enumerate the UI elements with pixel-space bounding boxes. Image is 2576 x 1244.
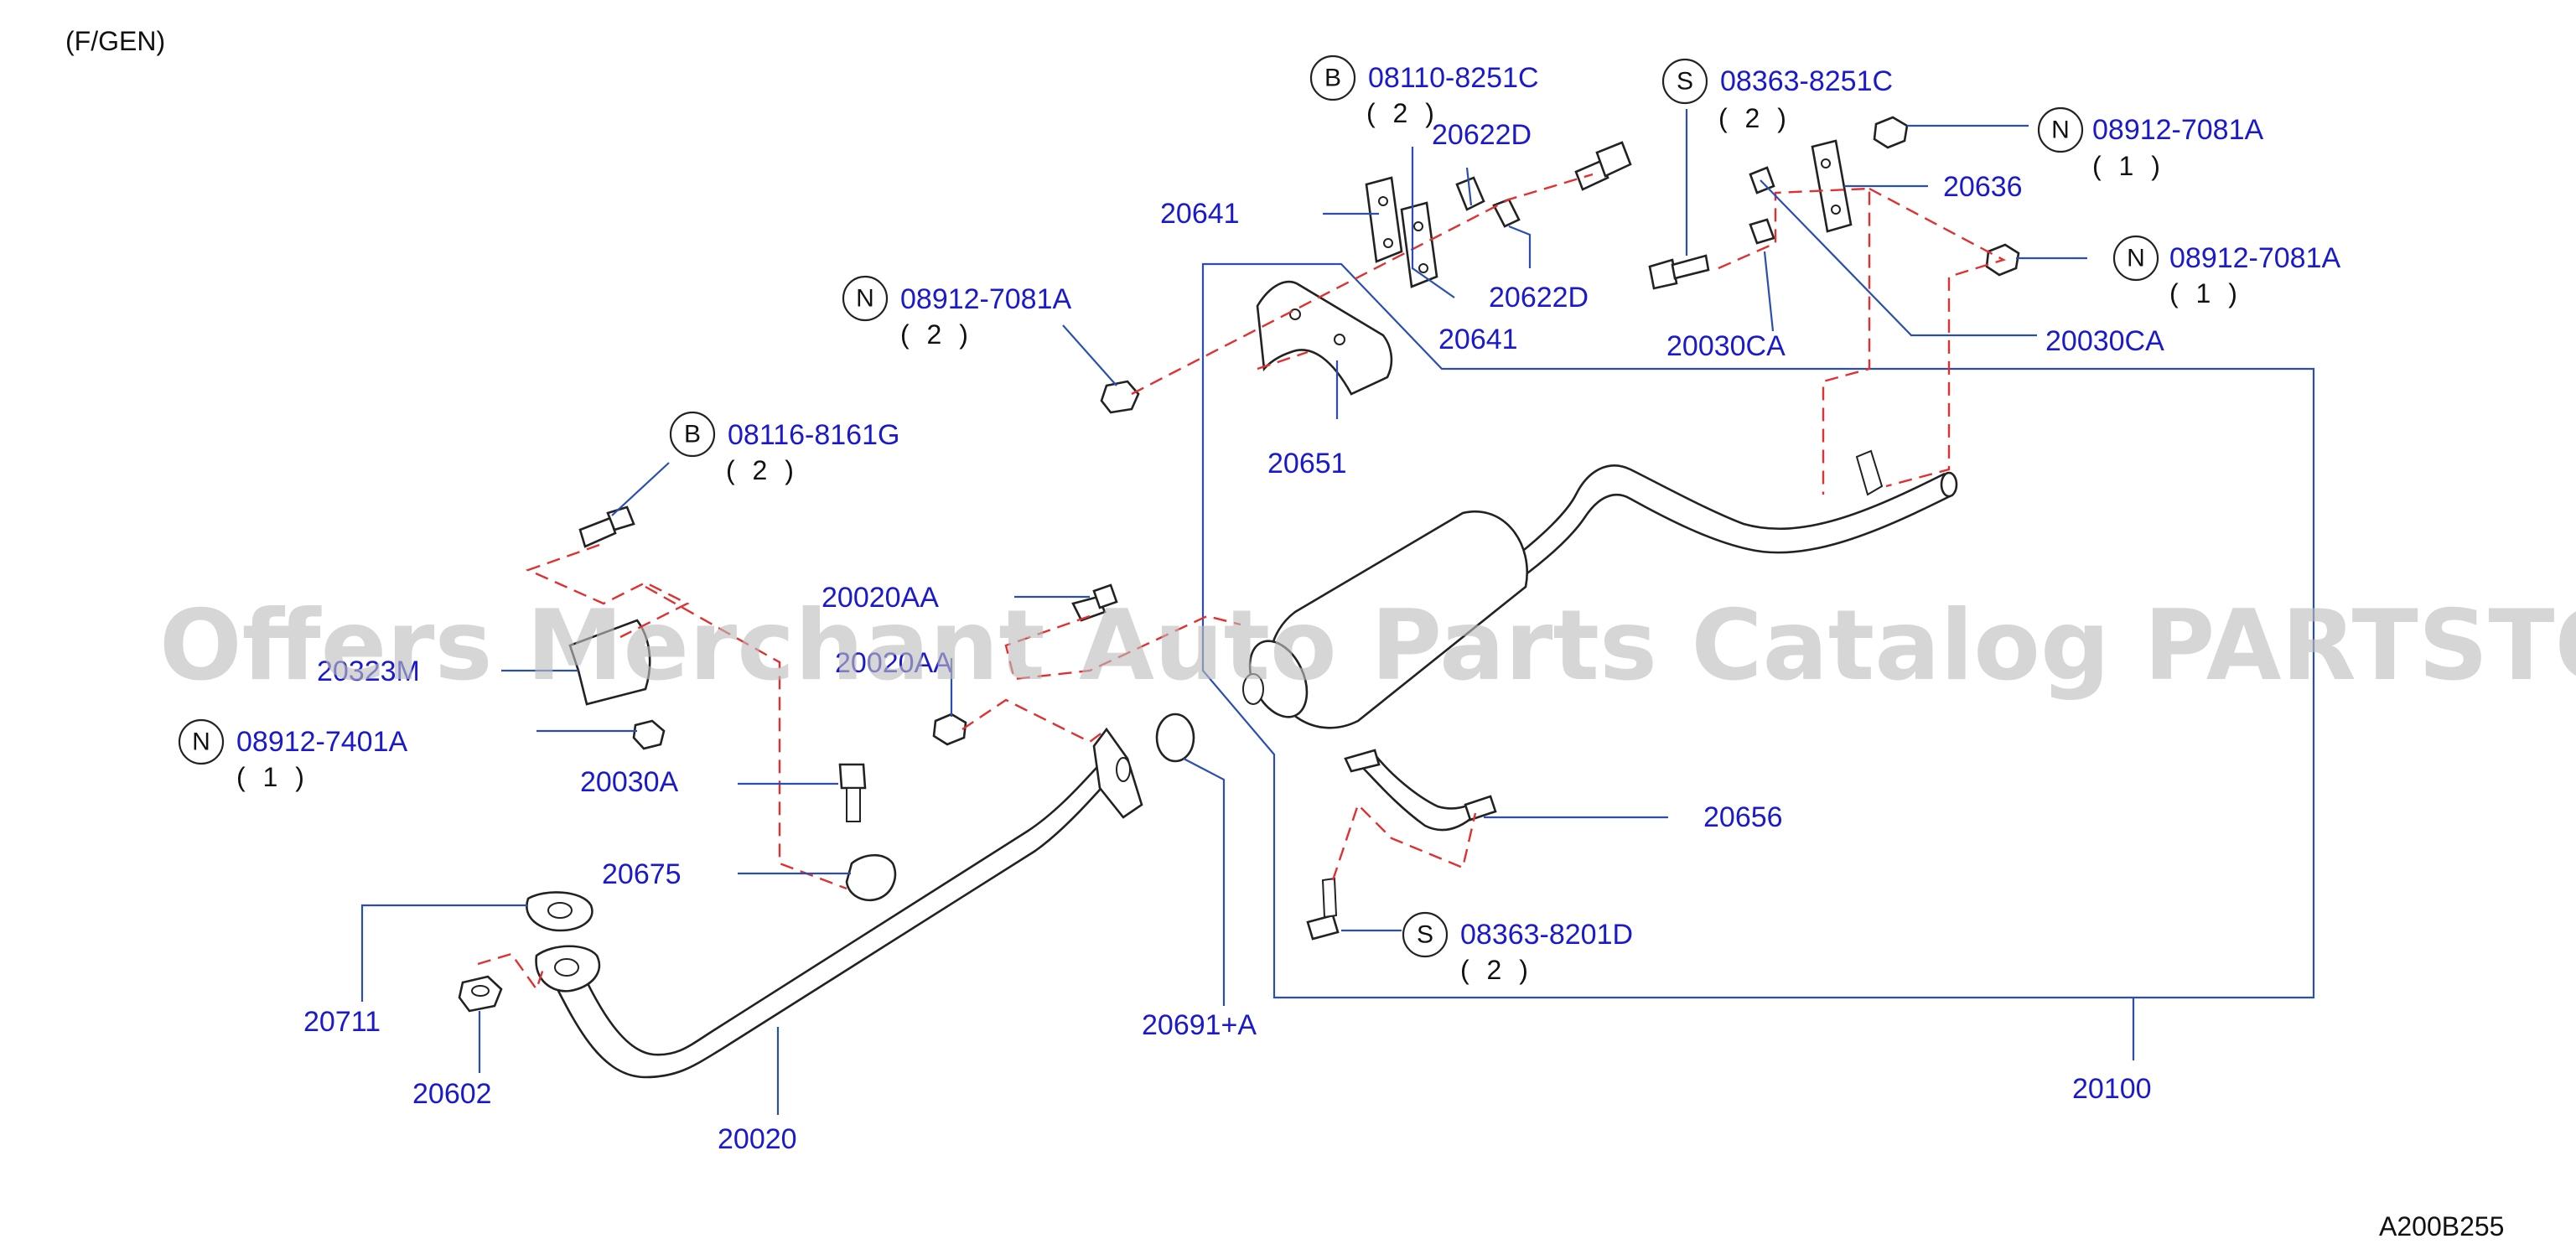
part-label: 20030CA <box>2045 325 2164 357</box>
callout-qty: ( 1 ) <box>236 762 309 792</box>
part-label: 20030A <box>580 766 679 798</box>
callout-part-no: 08912-7401A <box>236 726 408 758</box>
front-pipe-drawing <box>535 727 1143 1079</box>
badge-n-08912-top: N <box>2037 106 2084 153</box>
clip-20030ca-a <box>1749 166 1775 194</box>
callout-part-no: 08116-8161G <box>728 419 899 451</box>
gasket-20691 <box>1155 713 1195 763</box>
clip-20622d-b <box>1492 198 1521 228</box>
muffler-assembly-drawing <box>1242 449 1958 729</box>
part-label: 20651 <box>1267 448 1347 479</box>
callout-qty: ( 2 ) <box>726 455 799 485</box>
badge-b-08116: B <box>669 411 716 458</box>
callout-qty: ( 1 ) <box>2092 151 2165 181</box>
callout-qty: ( 2 ) <box>1460 955 1533 985</box>
bolt-08110-8251c <box>1574 141 1632 191</box>
callout-qty: ( 2 ) <box>1718 103 1791 133</box>
nut-08912-7401a <box>632 719 666 750</box>
part-label: 20020AA <box>822 582 939 614</box>
badge-n-08912-7401a: N <box>178 718 225 765</box>
callout-part-no: 08110-8251C <box>1368 62 1539 94</box>
assembly-guide-lines <box>477 173 2007 992</box>
part-label: 20641 <box>1438 324 1518 355</box>
section-code: (F/GEN) <box>65 26 165 56</box>
bolt-20020aa <box>1071 583 1118 622</box>
nut-20602 <box>458 975 503 1013</box>
callout-qty: ( 2 ) <box>900 319 973 350</box>
svg-text:N: N <box>856 285 874 313</box>
svg-text:B: B <box>1324 65 1341 92</box>
callout-part-no: 08912-7081A <box>2169 242 2341 274</box>
clamp-20656 <box>1344 749 1497 832</box>
callout-qty: ( 2 ) <box>1366 98 1439 128</box>
part-label: 20675 <box>602 858 682 890</box>
svg-text:N: N <box>2127 245 2145 272</box>
nut-08912-7081a-left <box>1100 380 1140 414</box>
svg-text:S: S <box>1677 68 1693 96</box>
badge-n-08912-right: N <box>2112 235 2159 282</box>
part-label: 20636 <box>1943 171 2023 203</box>
callout-part-no: 08363-8251C <box>1720 65 1893 97</box>
part-label: 20020AA <box>835 647 952 679</box>
part-label: 20711 <box>303 1006 381 1038</box>
part-label: 20030CA <box>1666 330 1786 362</box>
svg-text:N: N <box>192 728 210 756</box>
part-label: 20656 <box>1703 801 1783 833</box>
bracket-20323m <box>568 619 651 706</box>
part-label: 20641 <box>1160 198 1240 230</box>
badge-s-08363-8201d: S <box>1402 911 1449 958</box>
bolt-20030a <box>838 763 867 822</box>
muffler-group-frame <box>1201 262 2315 999</box>
bracket-20651 <box>1256 280 1393 396</box>
insulator-20675 <box>845 853 897 901</box>
svg-text:N: N <box>2051 117 2070 144</box>
bolt-08363-8201d <box>1306 877 1340 941</box>
part-label: 20622D <box>1432 119 1532 151</box>
svg-text:B: B <box>684 421 701 448</box>
nut-08912-7081a-top <box>1873 116 1909 149</box>
bolt-08116-8161g <box>578 505 635 548</box>
bracket-20641-a <box>1365 176 1403 263</box>
nut-20020aa <box>932 713 967 746</box>
badge-n-08912-left: N <box>842 275 889 322</box>
leader-lines <box>360 109 2135 1115</box>
badge-s-08363-8251c: S <box>1661 58 1708 105</box>
part-label: 20602 <box>412 1078 492 1110</box>
part-label: 20323M <box>317 656 420 687</box>
watermark-text: Offers Merchant Auto Parts Catalog PARTS… <box>159 589 2576 702</box>
part-label: 20691+A <box>1142 1009 1257 1041</box>
callout-qty: ( 1 ) <box>2169 278 2242 308</box>
clip-20030ca-b <box>1749 218 1775 245</box>
svg-text:S: S <box>1417 921 1433 949</box>
callout-part-no: 08363-8201D <box>1460 919 1633 951</box>
part-label: 20100 <box>2072 1073 2152 1105</box>
badge-b-08110: B <box>1309 54 1356 101</box>
bolt-08363-8251c <box>1648 254 1710 290</box>
bracket-20636 <box>1811 139 1853 233</box>
part-label: 20020 <box>718 1123 797 1155</box>
diagram-code: A200B255 <box>2379 1211 2504 1241</box>
callout-part-no: 08912-7081A <box>900 283 1072 315</box>
callout-part-no: 08912-7081A <box>2092 114 2264 146</box>
part-label: 20622D <box>1489 282 1589 314</box>
